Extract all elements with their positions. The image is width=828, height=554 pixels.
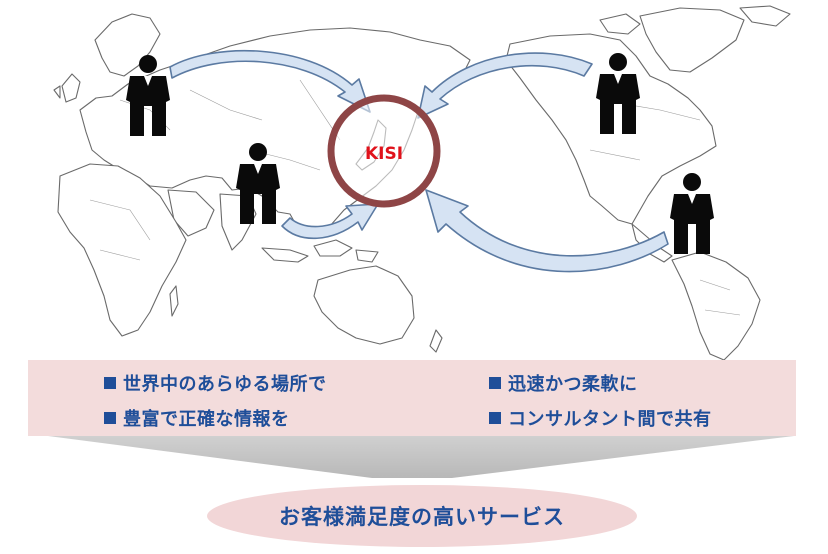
landmass-british-isles (53, 73, 81, 103)
landmass-scandinavia (94, 13, 161, 77)
benefit-item: 豊富で正確な情報を (104, 405, 290, 431)
businessman-icon-north-america (596, 53, 640, 134)
result-oval: お客様満足度の高いサービス (207, 485, 637, 547)
businessman-icon-south-america (670, 173, 714, 254)
landmass-new-zealand (429, 329, 443, 353)
funnel-shape (48, 436, 794, 478)
benefit-item: 迅速かつ柔軟に (489, 370, 638, 396)
landmass-indonesia (261, 239, 379, 263)
result-label: お客様満足度の高いサービス (279, 505, 565, 529)
arrow-europe-to-kisi (169, 49, 371, 113)
landmass-south-america (671, 251, 761, 361)
bullet-square-icon (104, 412, 116, 424)
landmass-australia (313, 265, 415, 345)
benefit-item: 世界中のあらゆる場所で (104, 370, 327, 396)
benefit-item: コンサルタント間で共有 (489, 405, 712, 431)
kisi-label: KISI (365, 144, 403, 164)
landmass-madagascar (169, 285, 179, 317)
landmass-africa (57, 163, 187, 337)
benefits-band (28, 360, 796, 436)
landmass-canadian-arctic (599, 5, 791, 35)
kisi-hub-ring (327, 94, 441, 208)
bullet-square-icon (104, 377, 116, 389)
businessman-icon-asia (236, 143, 280, 224)
landmass-greenland (639, 7, 745, 73)
bullet-square-icon (489, 412, 501, 424)
arrow-southamerica-to-kisi (425, 189, 669, 273)
bullet-square-icon (489, 377, 501, 389)
businessman-icon-europe (126, 55, 170, 136)
